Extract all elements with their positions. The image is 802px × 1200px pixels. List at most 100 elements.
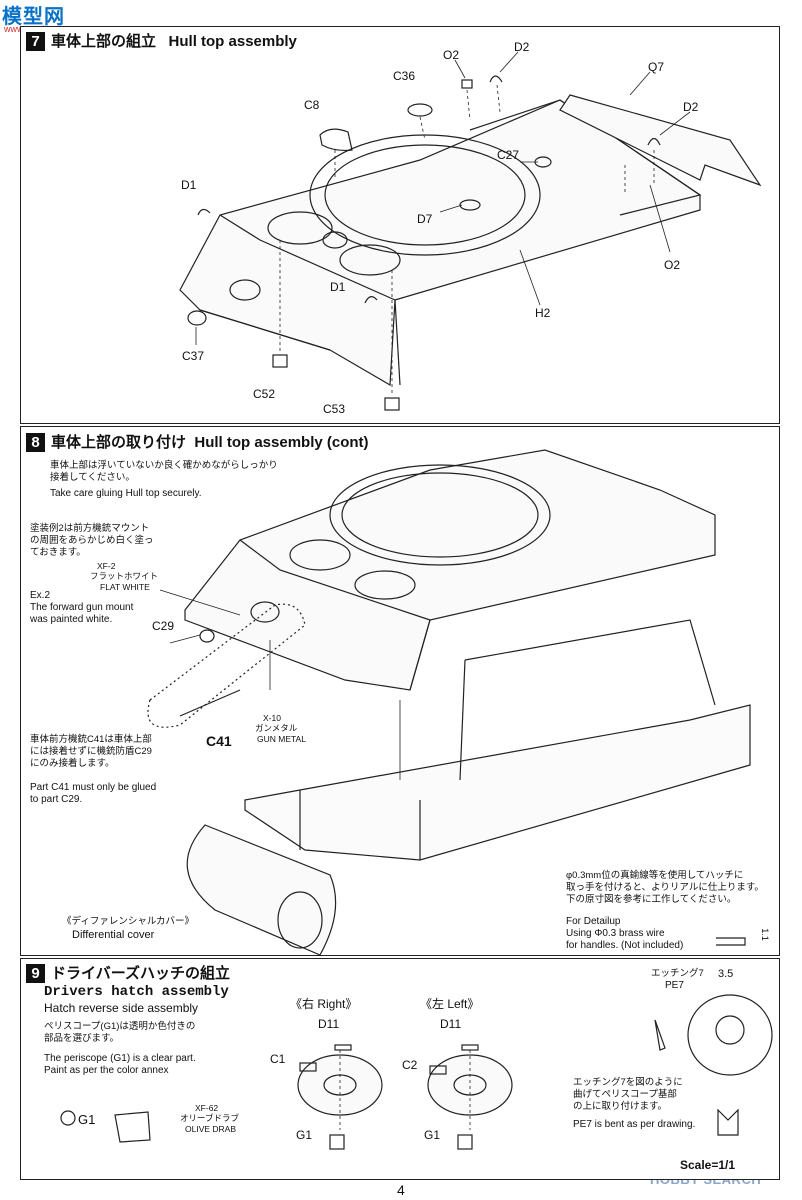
label-o2-right: O2 xyxy=(664,258,681,272)
scale-label: Scale=1/1 xyxy=(680,1158,736,1172)
label-d11-right: D11 xyxy=(318,1017,340,1031)
diff-cover-jp: 《ディファレンシャルカバー》 xyxy=(62,916,195,927)
c41-note-jp-1: 車体前方機銃C41は車体上部 xyxy=(30,734,152,745)
part-d1-left xyxy=(197,208,211,216)
part-d7 xyxy=(459,199,481,211)
part-d1-mid xyxy=(364,296,378,304)
step8-ex-en-2: The forward gun mount xyxy=(30,602,134,613)
label-o2-top: O2 xyxy=(443,48,460,62)
label-c8: C8 xyxy=(304,98,320,112)
label-d2-top: D2 xyxy=(514,40,530,54)
part-c41 xyxy=(179,689,241,717)
label-d7: D7 xyxy=(417,212,433,226)
etch-dim: 3.5 xyxy=(718,968,734,980)
step7-title-jp: 車体上部の組立 xyxy=(51,33,157,50)
part-d11-right xyxy=(334,1044,352,1051)
part-o2-top xyxy=(461,79,473,89)
turret-ring xyxy=(309,134,541,256)
watermark-top: 模型网 xyxy=(2,6,65,28)
part-c37 xyxy=(187,310,207,326)
left-hatch-label: 《左 Left》 xyxy=(420,997,480,1011)
label-d2-right: D2 xyxy=(683,100,699,114)
step8-ex-en-3: was painted white. xyxy=(30,614,113,625)
step8-ex-jp-3: ておきます。 xyxy=(30,547,86,558)
g1-paint-code: XF-62 xyxy=(195,1103,219,1113)
step9-title: 9 ドライバーズハッチの組立 xyxy=(26,962,230,983)
rear-plate-q7 xyxy=(559,94,762,187)
label-c27: C27 xyxy=(497,148,520,162)
etch-note-jp-3: の上に取り付けます。 xyxy=(573,1101,668,1112)
peri-en-2: Paint as per the color annex xyxy=(44,1065,169,1076)
step7-number: 7 xyxy=(26,32,45,51)
handle-detail xyxy=(716,937,746,946)
etch-note-en: PE7 is bent as per drawing. xyxy=(573,1119,696,1130)
peri-jp-1: ペリスコープ(G1)は透明か色付きの xyxy=(44,1021,196,1032)
c41-note-en-1: Part C41 must only be glued xyxy=(30,782,157,793)
detail-en-3: for handles. (Not included) xyxy=(566,940,684,951)
step7-title: 7 車体上部の組立 Hull top assembly xyxy=(26,30,297,51)
step8-title-en: Hull top assembly (cont) xyxy=(194,434,369,451)
lower-hull xyxy=(244,704,751,861)
peri-jp-2: 部品を選びます。 xyxy=(44,1033,120,1044)
caution-icon xyxy=(60,1110,76,1126)
hull-top-upper xyxy=(184,449,716,691)
part-c2 xyxy=(429,1065,447,1075)
c41-note-jp-3: にのみ接着します。 xyxy=(30,758,115,769)
step8-number: 8 xyxy=(26,433,45,452)
etch-note-jp-1: エッチング7を図のように xyxy=(573,1077,683,1088)
step8-note-jp-1: 車体上部は浮いていないか良く確かめながらしっかり xyxy=(50,460,278,471)
hatch-left xyxy=(427,1054,513,1116)
step9-title-jp: ドライバーズハッチの組立 xyxy=(51,965,230,982)
step9-number: 9 xyxy=(26,964,45,983)
step8-ex-paint-en: FLAT WHITE xyxy=(100,582,150,592)
step8-ex-paint-code: XF-2 xyxy=(97,561,116,571)
etch-label-jp: エッチング7 xyxy=(651,968,704,979)
label-g1-right: G1 xyxy=(296,1128,313,1142)
part-d2-top xyxy=(489,75,503,83)
detail-en-2: Using Φ0.3 brass wire xyxy=(566,928,665,939)
step8-ex-jp-2: の周囲をあらかじめ白く塗っ xyxy=(30,535,154,546)
c41-paint-en: GUN METAL xyxy=(257,734,306,744)
step8-note-jp-2: 接着してください。 xyxy=(50,472,135,483)
c41-paint-jp: ガンメタル xyxy=(255,723,298,733)
part-c53 xyxy=(384,397,400,411)
part-g1-leftside xyxy=(457,1134,473,1150)
diff-cover-en: Differential cover xyxy=(72,929,155,941)
step9-title-en2: Hatch reverse side assembly xyxy=(44,1001,199,1015)
label-q7: Q7 xyxy=(648,60,665,74)
c41-note-jp-2: には接着せずに機銃防盾C29 xyxy=(30,746,152,757)
part-d11-left xyxy=(461,1044,479,1051)
differential-cover xyxy=(186,824,337,956)
label-c1: C1 xyxy=(270,1052,286,1066)
step7-title-en: Hull top assembly xyxy=(168,33,297,50)
etch-note-jp-2: 曲げてペリスコープ基部 xyxy=(573,1089,677,1100)
part-c1 xyxy=(299,1062,317,1072)
step8-note-en: Take care gluing Hull top securely. xyxy=(50,488,202,499)
part-c29 xyxy=(199,629,215,643)
detail-jp-1: φ0.3mm位の真鍮線等を使用してハッチに xyxy=(566,870,744,881)
peri-en-1: The periscope (G1) is a clear part. xyxy=(44,1053,196,1064)
label-c53: C53 xyxy=(323,402,346,416)
label-c52: C52 xyxy=(253,387,276,401)
part-c36 xyxy=(407,103,433,117)
etch-label-pe7: PE7 xyxy=(665,980,684,991)
etch-hatch xyxy=(687,994,773,1076)
label-d1-mid: D1 xyxy=(330,280,346,294)
c41-note-en-2: to part C29. xyxy=(30,794,83,805)
label-d11-left: D11 xyxy=(440,1017,462,1031)
label-c29: C29 xyxy=(152,619,175,633)
part-g1 xyxy=(114,1111,151,1143)
c41-paint-code: X-10 xyxy=(263,713,281,723)
label-c2: C2 xyxy=(402,1058,418,1072)
pe7-bent xyxy=(654,1019,666,1051)
hatch-right xyxy=(297,1054,383,1116)
step8-ex-jp-1: 塗装例2は前方機銃マウント xyxy=(30,523,150,534)
part-c52 xyxy=(272,354,288,368)
detail-jp-3: 下の原寸図を参考に工作してください。 xyxy=(566,894,737,905)
step8-ex-en-1: Ex.2 xyxy=(30,590,51,601)
step9-panel xyxy=(20,958,780,1180)
detail-jp-2: 取っ手を付けると、よりリアルに仕上ります。 xyxy=(566,882,764,893)
